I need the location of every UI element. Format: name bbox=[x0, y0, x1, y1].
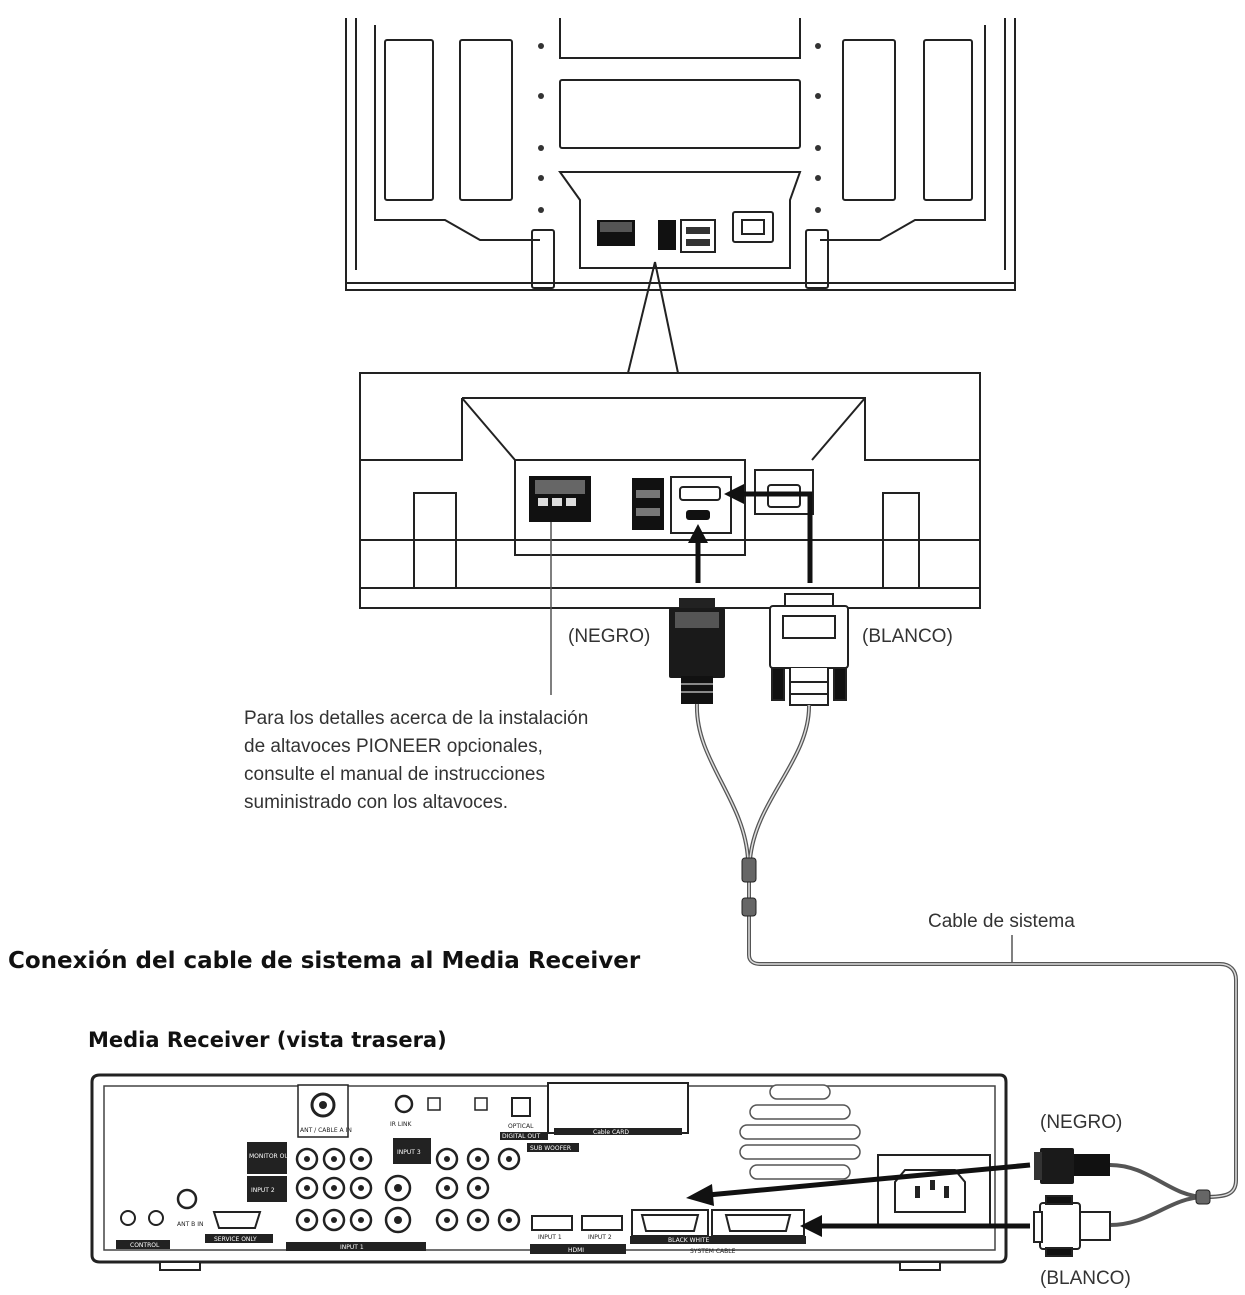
black-connector-top bbox=[669, 598, 725, 704]
arrow-heads-top bbox=[688, 484, 744, 543]
rca-jacks bbox=[295, 1147, 521, 1234]
plasma-terminals-small bbox=[597, 219, 716, 253]
label-blanco-bottom: (BLANCO) bbox=[1040, 1268, 1131, 1289]
cable-ferrite bbox=[741, 857, 1211, 1205]
note-line-1: Para los detalles acerca de la instalaci… bbox=[244, 708, 588, 729]
control-label: CONTROL bbox=[130, 1242, 160, 1249]
white-connector-top bbox=[769, 593, 849, 706]
hdmi-input-1-label: INPUT 1 bbox=[538, 1234, 562, 1241]
media-receiver-rear: Cable CARD ANT / CABLE A IN IR LINK OPTI… bbox=[90, 1073, 1008, 1271]
vent-grill bbox=[739, 1084, 861, 1180]
monitor-out-label: MONITOR OUT bbox=[249, 1153, 293, 1160]
plasma-display-rear bbox=[345, 18, 1016, 291]
zoomed-terminal-detail bbox=[359, 372, 981, 609]
hdmi-input-2-label: INPUT 2 bbox=[588, 1234, 612, 1241]
note-line-2: de altavoces PIONEER opcionales, bbox=[244, 736, 543, 757]
connection-arrows-top bbox=[695, 491, 813, 583]
input-1-label: INPUT 1 bbox=[340, 1244, 364, 1251]
system-cable-inner bbox=[696, 703, 1237, 1198]
sub-woofer-label: SUB WOOFER bbox=[530, 1145, 571, 1152]
input-3-label: INPUT 3 bbox=[397, 1149, 421, 1156]
speaker-note: Para los detalles acerca de la instalaci… bbox=[244, 708, 588, 813]
system-cable-terminals-zoom bbox=[632, 476, 732, 534]
optical-label: OPTICAL bbox=[508, 1123, 534, 1130]
ant-b-label: ANT B IN bbox=[177, 1221, 203, 1228]
white-connector-bottom bbox=[1033, 1195, 1111, 1257]
connection-arrows-bottom bbox=[707, 1162, 1031, 1229]
label-negro-top: (NEGRO) bbox=[568, 626, 650, 647]
label-blanco-top: (BLANCO) bbox=[862, 626, 953, 647]
receiver-heading: Media Receiver (vista trasera) bbox=[88, 1028, 447, 1052]
section-heading: Conexión del cable de sistema al Media R… bbox=[8, 948, 641, 974]
service-only-label: SERVICE ONLY bbox=[214, 1236, 257, 1243]
ant-cable-a-label: ANT / CABLE A IN bbox=[300, 1127, 352, 1134]
label-negro-bottom: (NEGRO) bbox=[1040, 1112, 1122, 1133]
black-connector-bottom bbox=[1034, 1148, 1110, 1184]
black-white-label: BLACK WHITE bbox=[668, 1237, 710, 1244]
speaker-terminal-block bbox=[529, 476, 591, 522]
input-2-label: INPUT 2 bbox=[251, 1187, 275, 1194]
cable-card-label: Cable CARD bbox=[593, 1129, 629, 1136]
hdmi-label: HDMI bbox=[568, 1247, 584, 1254]
rca-jack-centers bbox=[304, 1156, 512, 1224]
arrow-heads-bottom bbox=[686, 1184, 822, 1237]
plasma-screw-holes bbox=[538, 43, 821, 213]
zoom-callout-lines bbox=[627, 261, 679, 374]
ir-link-label: IR LINK bbox=[390, 1121, 412, 1128]
system-cable-label: SYSTEM CABLE bbox=[690, 1248, 736, 1255]
label-cable-de-sistema: Cable de sistema bbox=[928, 911, 1075, 932]
note-line-4: suministrado con los altavoces. bbox=[244, 792, 508, 813]
note-line-3: consulte el manual de instrucciones bbox=[244, 764, 545, 785]
digital-out-label: DIGITAL OUT bbox=[502, 1133, 540, 1140]
